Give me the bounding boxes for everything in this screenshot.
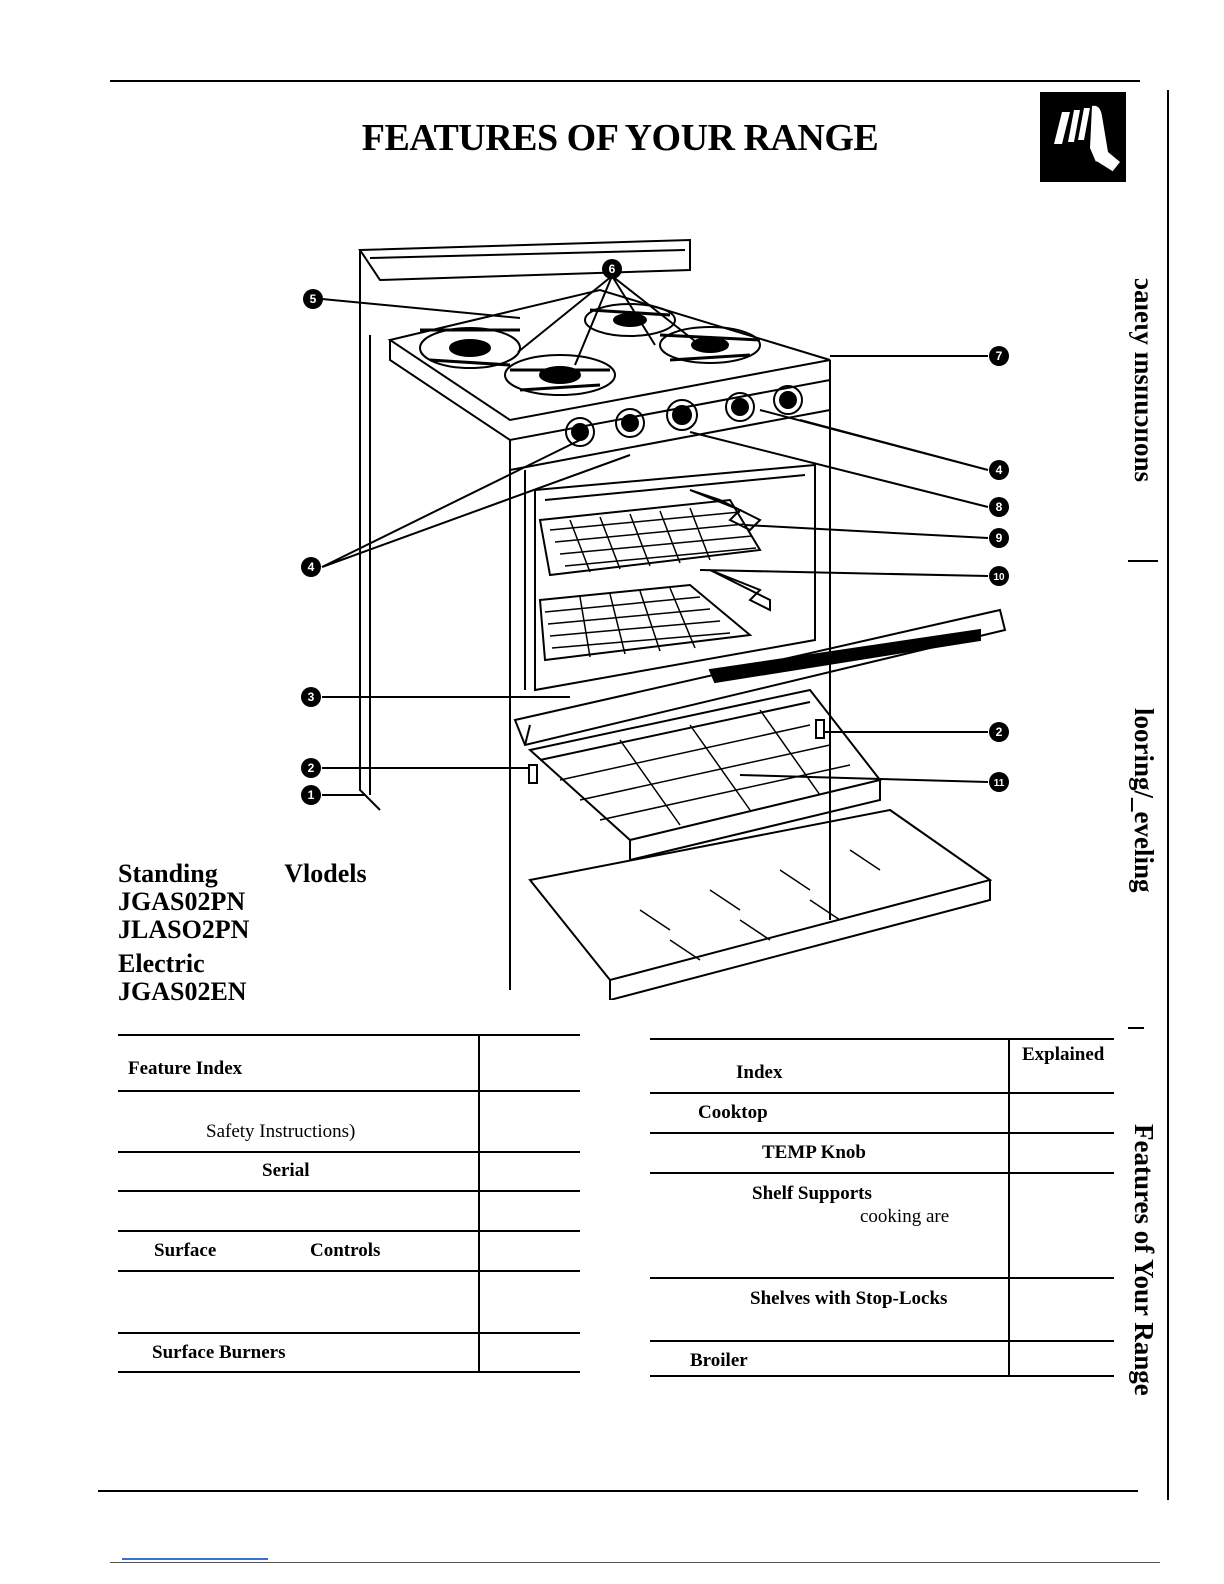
table-rule [118, 1230, 580, 1232]
models-line: Standing Vlodels [118, 859, 367, 888]
table-row-label: Shelves with Stop-Locks [750, 1288, 948, 1309]
table-column-divider [478, 1034, 480, 1372]
callout-marker-9: 9 [988, 527, 1010, 554]
side-tab-safety-instructions[interactable]: ɔaıeɩy ɪnsɪɪuɔɪɪons [1129, 278, 1159, 482]
callout-marker-7: 7 [988, 345, 1010, 372]
callout-marker-3: 3 [300, 686, 322, 713]
footer-link-underline [122, 1558, 268, 1560]
callout-marker-5: 5 [302, 288, 324, 315]
callout-marker-8: 8 [988, 496, 1010, 523]
hand-pointer-icon [1040, 92, 1126, 182]
model-number: JGAS02EN [118, 977, 247, 1006]
table-rule [118, 1270, 580, 1272]
svg-text:5: 5 [310, 292, 317, 306]
table-row-sublabel: cooking are [860, 1206, 950, 1227]
table-rule [650, 1038, 1114, 1040]
svg-text:4: 4 [308, 560, 315, 574]
table-row-label: Safety Instructions) [206, 1121, 356, 1142]
callout-marker-4: 4 [988, 459, 1010, 486]
svg-text:4: 4 [996, 463, 1003, 477]
model-number: JLASO2PN [118, 915, 250, 944]
svg-text:9: 9 [996, 531, 1003, 545]
table-rule [118, 1332, 580, 1334]
table-column-divider [1008, 1038, 1010, 1376]
svg-text:10: 10 [993, 572, 1005, 583]
side-tab-divider [1128, 560, 1158, 562]
side-tab-features-of-your-range[interactable]: Features of Your Range [1129, 1124, 1159, 1396]
table-row-label: Broiler [690, 1350, 748, 1371]
callout-marker-11: 11 [988, 771, 1010, 798]
table-header: Index [736, 1062, 783, 1083]
table-row-label: Cooktop [698, 1102, 768, 1123]
svg-text:2: 2 [996, 725, 1003, 739]
table-rule [650, 1092, 1114, 1094]
top-rule [110, 80, 1140, 82]
models-line: Electric [118, 949, 205, 978]
callout-marker-2-left: 2 [300, 757, 322, 784]
page-title: FEATURES OF YOUR RANGE [361, 117, 879, 159]
table-row-label: Surface [154, 1240, 217, 1261]
table-row-label: Surface Burners [152, 1342, 286, 1363]
table-rule [650, 1375, 1114, 1377]
table-rule [650, 1340, 1114, 1342]
side-tab-divider [1128, 1027, 1144, 1029]
table-header: Feature Index [128, 1058, 243, 1079]
models-list: Standing Vlodels JGAS02PN JLASO2PN Elect… [118, 860, 367, 1006]
table-row-label: Serial [262, 1160, 310, 1181]
table-rule [118, 1371, 580, 1373]
table-row-label: Shelf Supports [752, 1183, 872, 1204]
table-row-label: Controls [310, 1240, 381, 1261]
svg-text:2: 2 [308, 761, 315, 775]
table-rule [118, 1090, 580, 1092]
table-rule [118, 1034, 580, 1036]
side-tab-flooring-leveling[interactable]: looring/_eveling [1129, 707, 1159, 893]
bottom-rule [98, 1490, 1138, 1492]
table-rule [650, 1172, 1114, 1174]
table-rule [118, 1190, 580, 1192]
callout-marker-4-left: 4 [300, 556, 322, 583]
range-illustration [290, 220, 1030, 1005]
callout-marker-6: 6 [601, 258, 623, 285]
callout-marker-1: 1 [300, 784, 322, 811]
svg-text:7: 7 [996, 349, 1003, 363]
table-rule [118, 1151, 580, 1153]
svg-text:8: 8 [996, 500, 1003, 514]
svg-text:6: 6 [609, 262, 616, 276]
svg-text:11: 11 [994, 778, 1005, 789]
table-rule [650, 1132, 1114, 1134]
model-number: JGAS02PN [118, 887, 246, 916]
side-tabs-border [1167, 90, 1169, 1500]
table-header-right: Explained [1022, 1044, 1105, 1065]
callout-marker-10: 10 [988, 565, 1010, 592]
side-tabs: ɔaıeɩy ɪnsɪɪuɔɪɪons looring/_eveling Fea… [1120, 90, 1169, 1500]
table-rule [650, 1277, 1114, 1279]
callout-marker-2-right: 2 [988, 721, 1010, 748]
footer-rule [110, 1562, 1160, 1563]
svg-text:3: 3 [308, 690, 315, 704]
svg-text:1: 1 [308, 788, 315, 802]
table-row-label: TEMP Knob [762, 1142, 866, 1163]
